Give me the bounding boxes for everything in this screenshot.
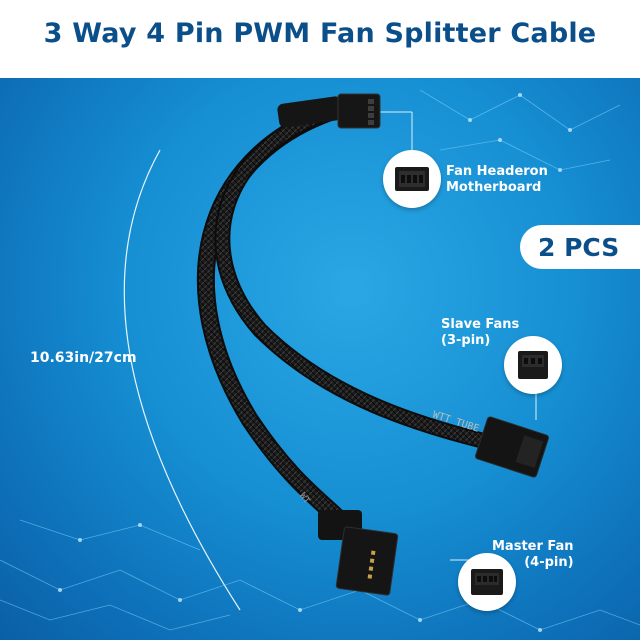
slave-fans-callout-bubble (504, 336, 562, 394)
fan-header-callout-bubble (383, 150, 441, 208)
slave-fans-label-line1: Slave Fans (441, 317, 520, 332)
master-fan-callout-bubble (458, 553, 516, 611)
3-pin-connector-icon (518, 351, 548, 379)
page-title: 3 Way 4 Pin PWM Fan Splitter Cable (43, 18, 597, 49)
slave-fans-label: Slave Fans (3-pin) (441, 317, 519, 349)
title-bar: 3 Way 4 Pin PWM Fan Splitter Cable (0, 0, 640, 78)
fan-header-label-line1: Fan Headeron (446, 164, 548, 179)
4-pin-female-connector-icon (395, 167, 429, 191)
slave-fans-label-line2: (3-pin) (441, 333, 491, 348)
fan-header-label-line2: Motherboard (446, 180, 542, 195)
master-fan-label-line2: (4-pin) (524, 555, 574, 570)
cable-length-label: 10.63in/27cm (30, 350, 137, 366)
master-fan-label-line1: Master Fan (492, 539, 574, 554)
4-pin-male-connector-icon (471, 569, 503, 595)
quantity-badge-text: 2 PCS (538, 233, 620, 262)
master-fan-label: Master Fan (4-pin) (492, 539, 574, 571)
quantity-badge: 2 PCS (520, 225, 640, 269)
fan-header-label: Fan Headeron Motherboard (446, 164, 548, 196)
